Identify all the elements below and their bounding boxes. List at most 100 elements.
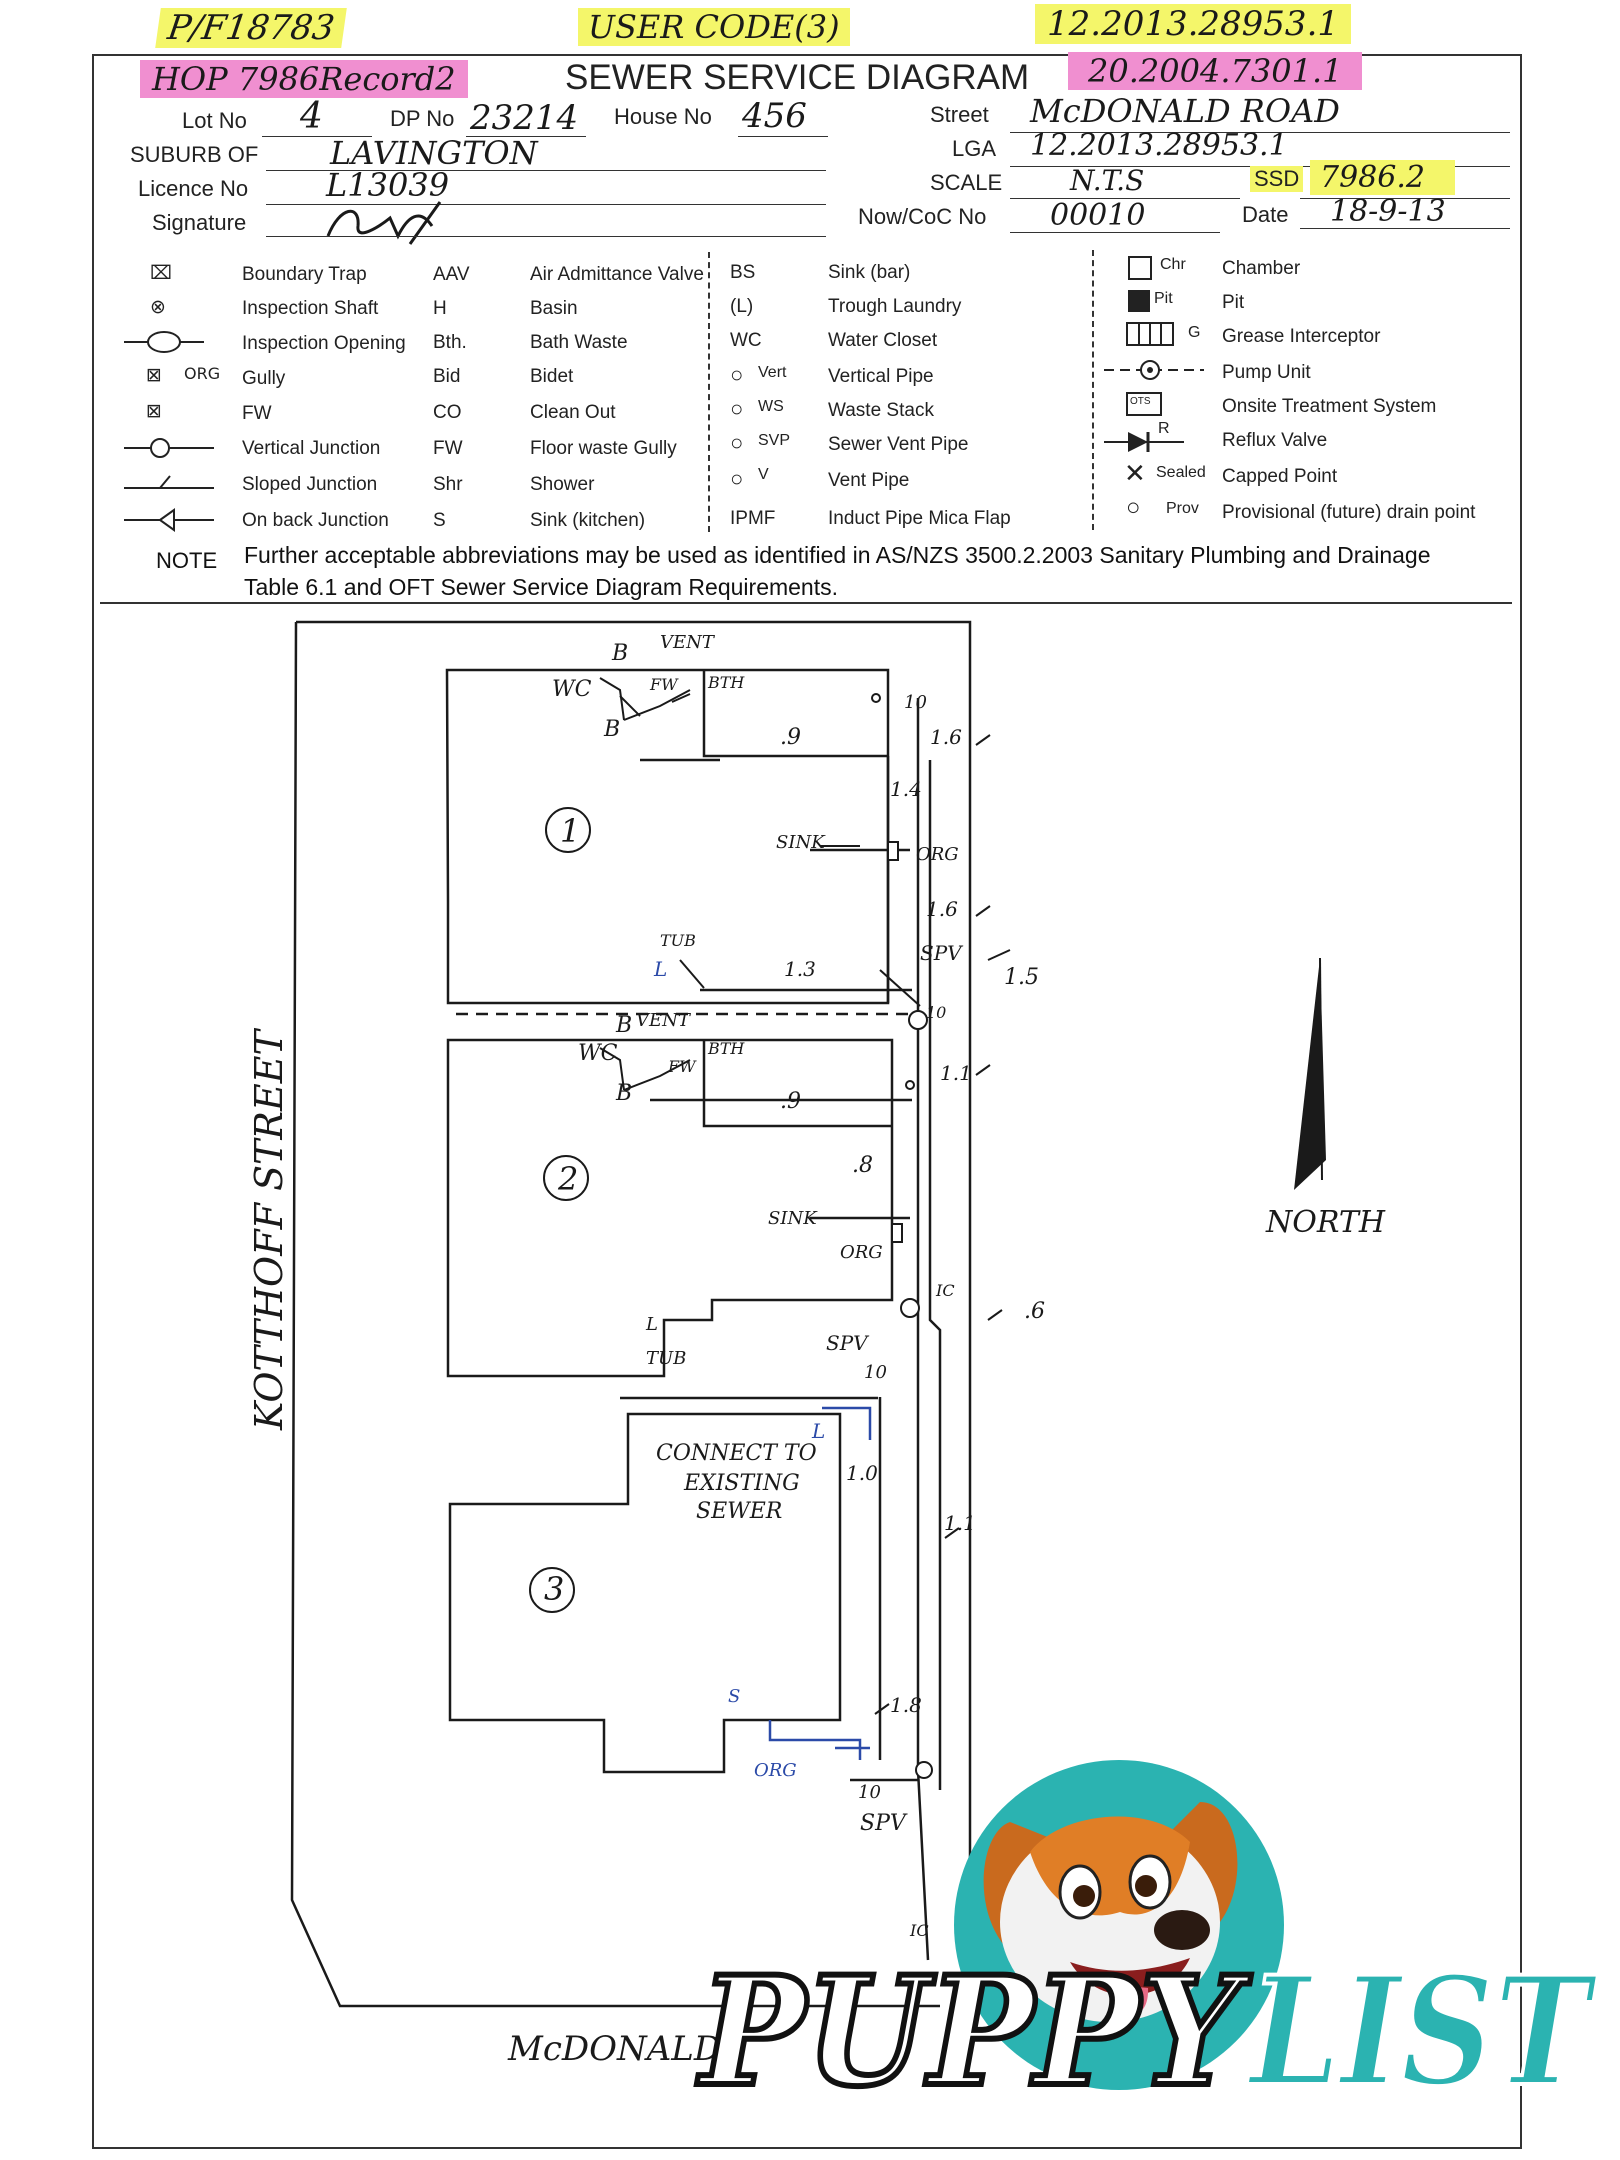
lot-value: 4 (300, 96, 323, 137)
abbr-r: R (1158, 420, 1170, 437)
street-label: Street (930, 102, 989, 127)
form-frame (92, 54, 1522, 2149)
gully-unit-1 (887, 841, 899, 861)
legend-on-back-junction: On back Junction (242, 510, 389, 531)
legend-inspection-shaft: Inspection Shaft (242, 298, 379, 319)
label-l-3: L (811, 1419, 825, 1443)
legend-bidet: Bidet (530, 366, 574, 387)
ref-right-annotation: 20.2004.7301.1 (1068, 52, 1363, 90)
legend-waste-stack: Waste Stack (828, 400, 934, 421)
inspection-point (900, 1298, 920, 1318)
legend-clean-out: Clean Out (530, 402, 616, 423)
on-back-junction-icon (124, 508, 214, 532)
licence-label: Licence No (138, 176, 249, 201)
form-title: SEWER SERVICE DIAGRAM (565, 58, 1030, 97)
street-left-label: KOTTHOFF STREET (247, 1028, 291, 1431)
dp-value: 23214 (470, 98, 579, 138)
hop-annotation: HOP 7986Record2 (140, 60, 468, 98)
lot-label: Lot No (182, 108, 247, 133)
legend-inspection-opening: Inspection Opening (242, 333, 406, 354)
abbr-sealed: Sealed (1156, 464, 1206, 481)
inspection-point (915, 1761, 933, 1779)
house-label: House No (614, 104, 712, 129)
label-org-2: ORG (840, 1242, 883, 1263)
label-org-1: ORG (916, 844, 959, 865)
label-b: B (611, 641, 628, 666)
label-sink-2: SINK (768, 1208, 818, 1229)
grease-interceptor-icon (1126, 322, 1174, 346)
legend-vertical-pipe: Vertical Pipe (828, 366, 934, 387)
connect-line-3: SEWER (696, 1499, 782, 1524)
unit-2-outline (446, 1038, 894, 1378)
sewer-vent-icon: ○ (730, 430, 744, 455)
label-spv-3: SPV (860, 1811, 908, 1836)
label-p11-1: 1.1 (940, 1061, 972, 1085)
abbr-ots: OTS (1130, 396, 1151, 407)
abbr-svp: SVP (758, 432, 791, 449)
capped-point-icon: ✕ (1124, 458, 1146, 488)
legend-water-closet: Water Closet (828, 330, 938, 351)
label-ic: IC (935, 1281, 955, 1300)
label-vent-2: VENT (636, 1010, 692, 1031)
legend-shower: Shower (530, 474, 595, 495)
scale-value: N.T.S (1070, 164, 1145, 197)
unit-3-outline (448, 1412, 842, 1774)
note-label: NOTE (156, 548, 218, 573)
label-sink-1: SINK (776, 832, 826, 853)
dp-label: DP No (390, 106, 455, 131)
legend-induct-pipe: Induct Pipe Mica Flap (828, 508, 1011, 529)
date-value: 18-9-13 (1330, 194, 1446, 229)
lga-value: 12.2013.28953.1 (1030, 128, 1288, 163)
signature-label: Signature (152, 210, 247, 235)
legend-reflux: Reflux Valve (1222, 430, 1328, 451)
suburb-value: LAVINGTON (330, 134, 538, 172)
waste-stack-icon: ○ (730, 396, 744, 421)
ssd-value: 7986.2 (1310, 160, 1455, 195)
legend-capped: Capped Point (1222, 466, 1338, 487)
abbr-bth: Bth. (433, 332, 467, 353)
abbr-g: G (1188, 324, 1201, 341)
legend-trough-laundry: Trough Laundry (828, 296, 962, 317)
note-line-2: Table 6.1 and OFT Sewer Service Diagram … (244, 574, 839, 600)
fw-icon: ⊠ (146, 400, 162, 422)
legend-sloped-junction: Sloped Junction (242, 474, 378, 495)
north-label: NORTH (1265, 1205, 1386, 1240)
label-l-2: L (645, 1314, 658, 1335)
label-b-4: B (615, 1081, 632, 1106)
pump-unit-icon (1104, 360, 1204, 380)
label-bth-2: BTH (707, 1039, 745, 1058)
label-p14: 1.4 (890, 777, 922, 801)
label-p15: 1.5 (1004, 965, 1039, 990)
reflux-valve-icon (1104, 432, 1184, 452)
lga-label: LGA (952, 136, 997, 161)
label-wc-2: WC (578, 1041, 618, 1066)
unit-3-number: 3 (544, 1570, 564, 1608)
unit-1-number: 1 (560, 812, 580, 850)
legend-gully: Gully (242, 368, 286, 389)
label-p11-2: 1.1 (944, 1511, 976, 1535)
inspection-opening-icon (124, 331, 204, 353)
trap-icon: ⌧ (150, 262, 172, 284)
label-p16-2: 1.6 (926, 897, 958, 921)
street-bottom-label: McDONALD (507, 2029, 721, 2069)
label-s: S (728, 1686, 740, 1707)
abbr-co: CO (433, 402, 462, 423)
unit-1-outline (445, 668, 890, 1005)
label-fw: FW (649, 675, 679, 694)
legend-boundary-trap: Boundary Trap (242, 264, 367, 285)
label-b2: B (603, 717, 620, 742)
abbr-bs: BS (730, 262, 756, 283)
abbr-ipmf: IPMF (730, 508, 776, 529)
nowcoc-label: Now/CoC No (858, 204, 987, 229)
label-bth: BTH (707, 673, 745, 692)
pf-annotation: P/F18783 (155, 8, 347, 48)
label-p18: 1.8 (890, 1693, 922, 1717)
ref-top-annotation: 12.2013.28953.1 (1035, 4, 1352, 44)
suburb-label: SUBURB OF (130, 142, 259, 167)
property-boundary (290, 620, 972, 2008)
abbr-fw: FW (433, 438, 463, 459)
label-l-1: L (653, 957, 667, 981)
label-p10: 1.0 (846, 1461, 878, 1485)
house-value: 456 (742, 96, 807, 136)
vertical-pipe-icon: ○ (730, 362, 744, 387)
